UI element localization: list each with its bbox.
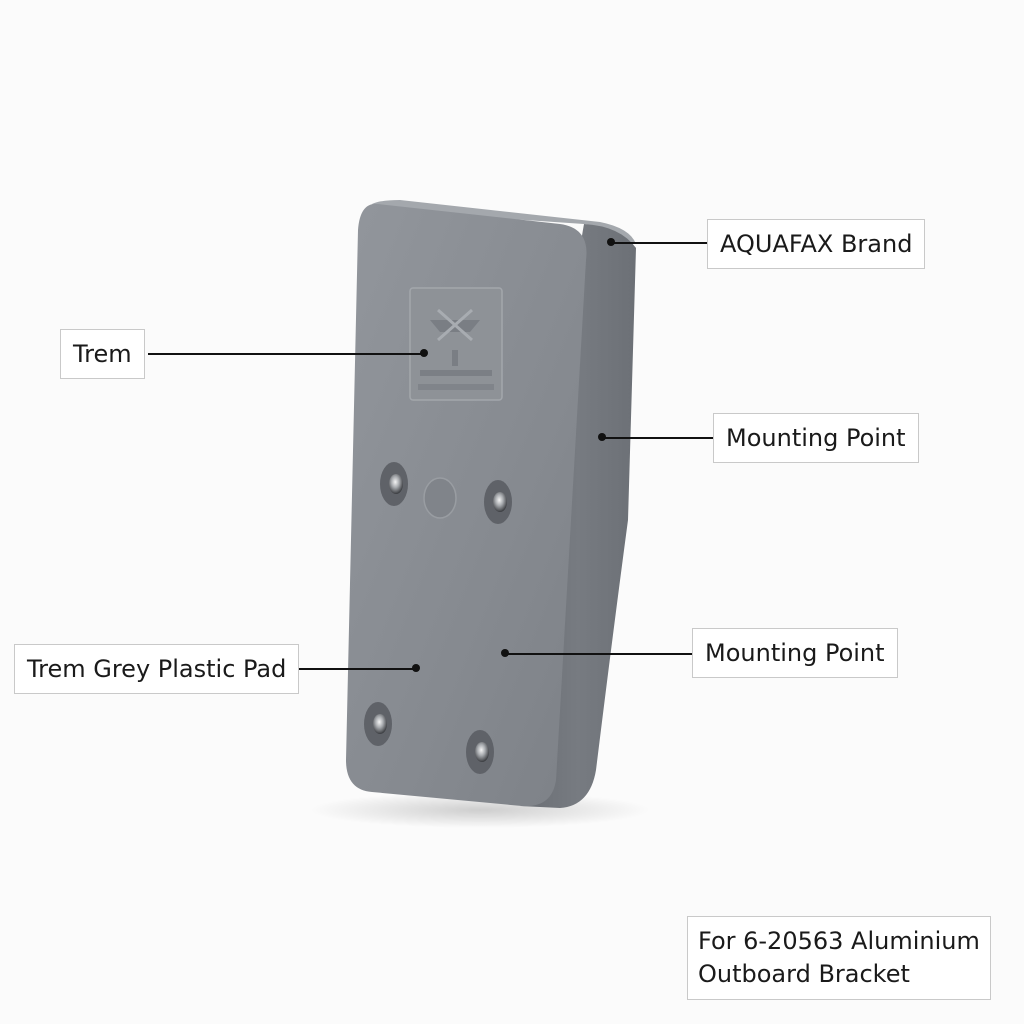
callout-brand: AQUAFAX Brand — [707, 219, 926, 269]
leader-mounting-upper — [602, 437, 714, 439]
leader-pad — [298, 668, 418, 670]
callout-mounting-point-lower: Mounting Point — [692, 628, 898, 678]
embossed-logo-icon — [409, 287, 503, 401]
callout-pad: Trem Grey Plastic Pad — [14, 644, 300, 694]
screw-hole-icon — [466, 730, 494, 774]
anchor-brand — [607, 238, 615, 246]
anchor-mounting-upper — [598, 433, 606, 441]
leader-mounting-lower — [506, 653, 692, 655]
leader-brand — [614, 242, 708, 244]
anchor-pad — [412, 664, 420, 672]
anchor-mounting-lower — [501, 649, 509, 657]
callout-trem: Trem — [60, 329, 145, 379]
pad-side-wall — [520, 224, 636, 808]
leader-trem — [148, 353, 424, 355]
callout-compatibility: For 6-20563 Aluminium Outboard Bracket — [687, 916, 991, 1000]
anchor-trem — [420, 349, 428, 357]
screw-hole-icon — [484, 480, 512, 524]
screw-hole-icon — [364, 702, 392, 746]
screw-hole-icon — [380, 462, 408, 506]
center-indent — [423, 477, 457, 519]
callout-mounting-point-upper: Mounting Point — [713, 413, 919, 463]
